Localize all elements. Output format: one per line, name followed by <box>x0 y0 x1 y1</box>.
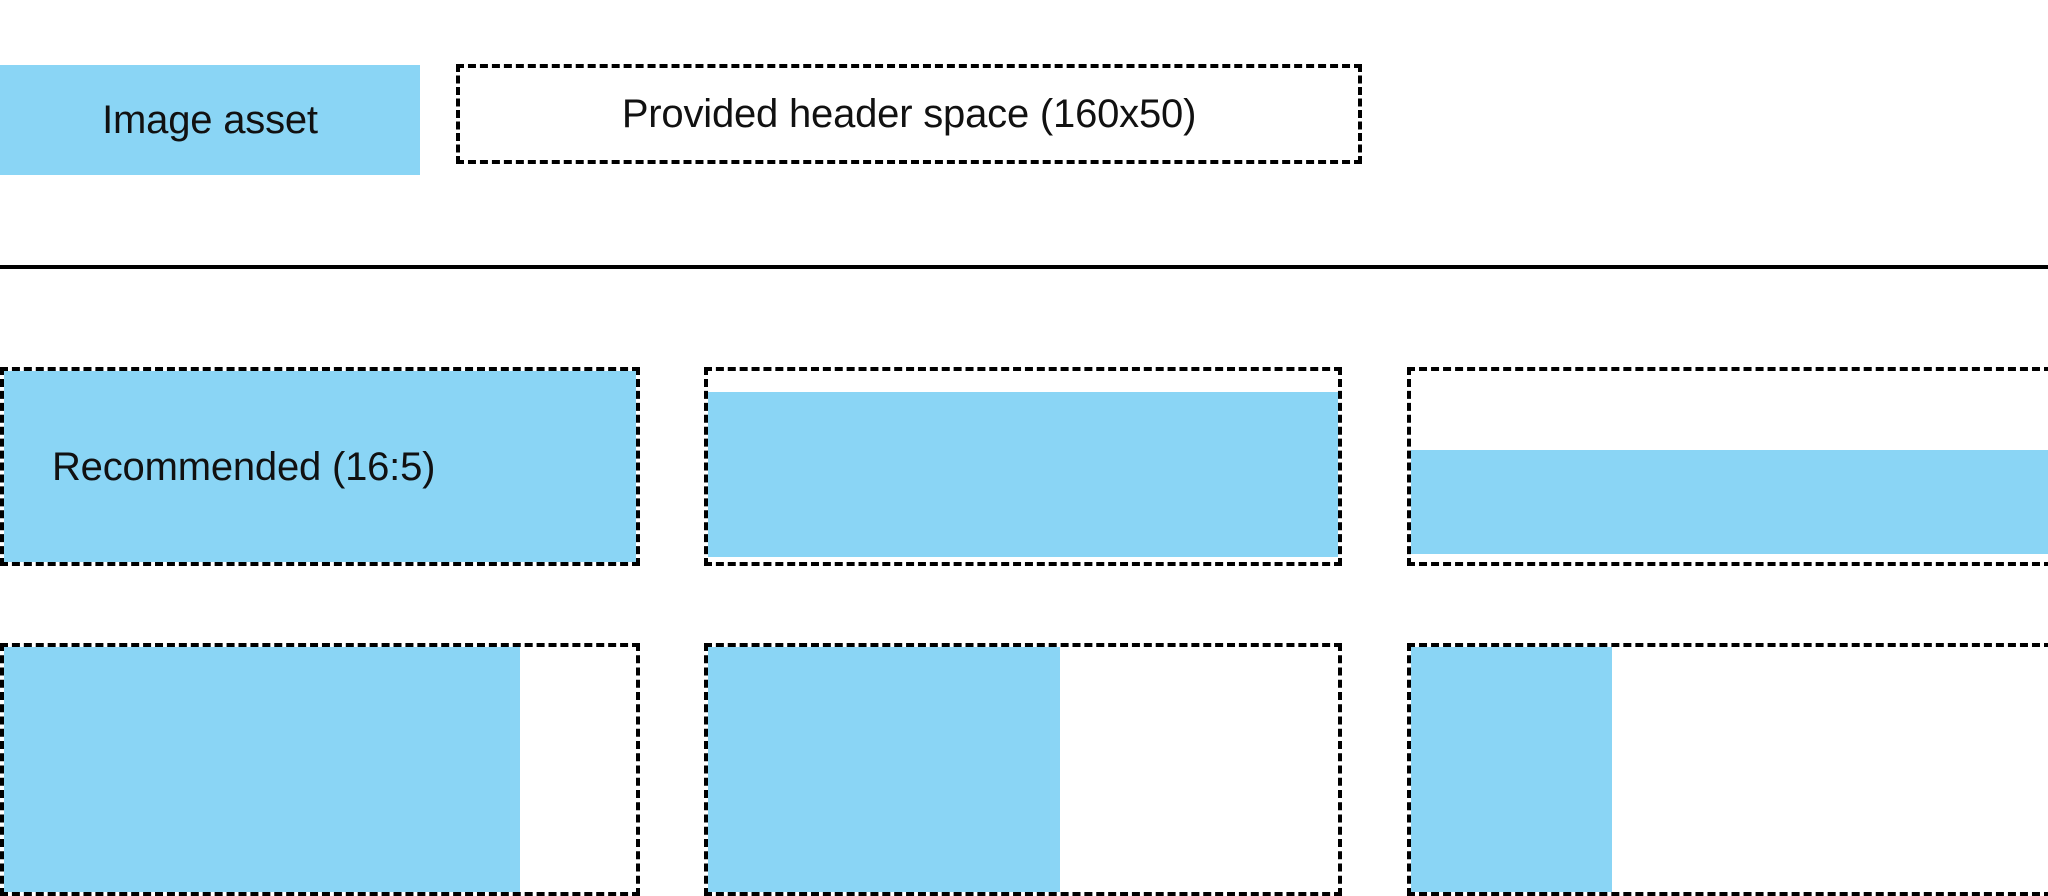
asset-fill <box>708 647 1060 892</box>
legend-image-asset-label: Image asset <box>102 98 318 142</box>
asset-fill <box>4 371 636 562</box>
legend-image-asset-swatch: Image asset <box>0 65 420 175</box>
asset-fill <box>708 392 1338 557</box>
section-divider <box>0 265 2048 269</box>
sample-r2c1 <box>0 643 640 896</box>
legend-provided-header-space-box: Provided header space (160x50) <box>456 64 1362 164</box>
asset-fill <box>1411 647 1612 892</box>
legend-provided-header-space-label: Provided header space (160x50) <box>621 92 1197 136</box>
asset-fill <box>4 647 520 892</box>
sample-recommended-label: Recommended (16:5) <box>52 444 436 489</box>
sample-r1c3 <box>1407 367 2048 566</box>
sample-r1c2 <box>704 367 1342 566</box>
asset-fill <box>1411 450 2048 554</box>
sample-r2c2 <box>704 643 1342 896</box>
sample-r2c3 <box>1407 643 2048 896</box>
sample-recommended-16-5: Recommended (16:5) <box>0 367 640 566</box>
